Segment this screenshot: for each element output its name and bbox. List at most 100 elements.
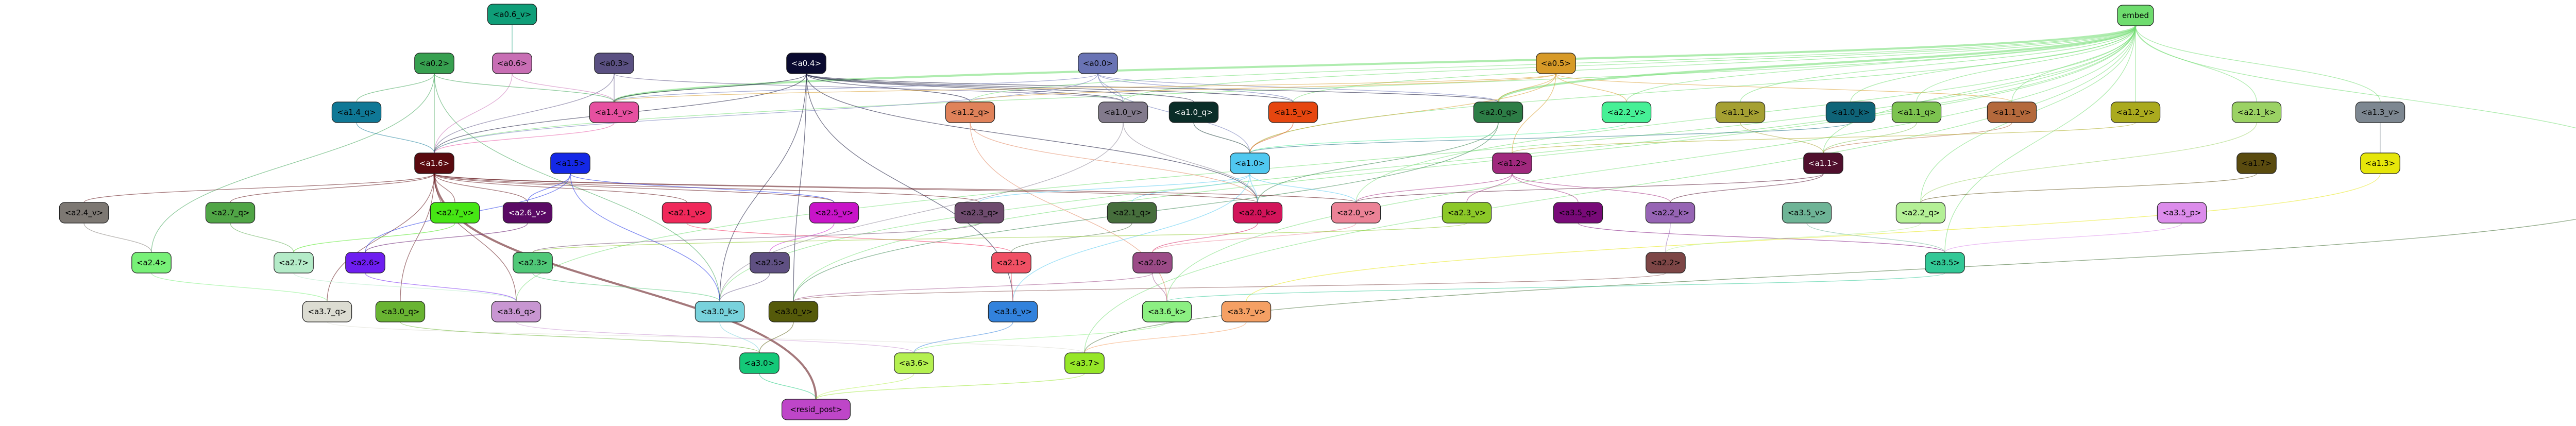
node-a3-5[interactable]: <a3.5> (1925, 252, 1965, 274)
node-a3-5-p[interactable]: <a3.5_p> (2157, 202, 2207, 224)
node-a1-1-v[interactable]: <a1.1_v> (1987, 101, 2037, 123)
node-a0-6-v[interactable]: <a0.6_v> (487, 4, 537, 25)
node-box (1601, 101, 1652, 123)
node-a3-6-k[interactable]: <a3.6_k> (1142, 301, 1192, 322)
node-a1-2-q[interactable]: <a1.2_q> (945, 101, 995, 123)
node-a2-1-q[interactable]: <a2.1_q> (1107, 202, 1157, 224)
edge-a0_5-to-a1_1_v (1555, 73, 2012, 103)
edge-a2_3_q-to-a2_3 (532, 223, 980, 253)
node-label: <a2.5_v> (815, 208, 854, 218)
node-a3-7-v[interactable]: <a3.7_v> (1221, 301, 1272, 322)
node-a3-7[interactable]: <a3.7> (1064, 352, 1105, 374)
edge-a0_0-to-a1_4_v (614, 73, 1098, 103)
node-a2-0[interactable]: <a2.0> (1132, 252, 1173, 274)
node-a1-0-k[interactable]: <a1.0_k> (1825, 101, 1876, 123)
node-box (1803, 152, 1843, 174)
node-label: <a2.0_v> (1337, 208, 1376, 218)
edge-a3_0-to-resid_post (759, 373, 817, 400)
node-a3-6-q[interactable]: <a3.6_q> (491, 301, 541, 322)
node-a2-0-v[interactable]: <a2.0_v> (1331, 202, 1381, 224)
node-resid-post[interactable]: <resid_post> (781, 399, 851, 420)
node-a1-0-q[interactable]: <a1.0_q> (1168, 101, 1219, 123)
node-a0-5[interactable]: <a0.5> (1536, 53, 1576, 74)
node-a2-2[interactable]: <a2.2> (1646, 252, 1686, 274)
node-label: <resid_post> (790, 405, 842, 415)
edge-embed-to-a3_7 (1084, 25, 2136, 353)
node-a3-6[interactable]: <a3.6> (894, 352, 934, 374)
node-a1-0-v[interactable]: <a1.0_v> (1098, 101, 1148, 123)
node-box (131, 252, 172, 274)
node-a3-0[interactable]: <a3.0> (739, 352, 779, 374)
node-a3-0-v[interactable]: <a3.0_v> (768, 301, 819, 322)
node-box (786, 53, 826, 74)
node-a0-2[interactable]: <a0.2> (414, 53, 454, 74)
node-box (1078, 53, 1118, 74)
node-a2-5-v[interactable]: <a2.5_v> (809, 202, 859, 224)
node-a3-0-q[interactable]: <a3.0_q> (375, 301, 426, 322)
node-a2-4-v[interactable]: <a2.4_v> (59, 202, 109, 224)
edge-a2_1_q-to-a2_1 (1011, 223, 1132, 253)
node-label: <a1.7> (2242, 159, 2272, 168)
node-a0-4[interactable]: <a0.4> (786, 53, 826, 74)
node-a2-7-v[interactable]: <a2.7_v> (430, 202, 480, 224)
node-a1-1[interactable]: <a1.1> (1803, 152, 1843, 174)
node-label: <a3.0_v> (774, 307, 813, 317)
node-box (550, 152, 590, 174)
node-a2-0-q[interactable]: <a2.0_q> (1473, 101, 1523, 123)
node-a0-0[interactable]: <a0.0> (1078, 53, 1118, 74)
node-box (809, 202, 859, 224)
node-a1-0[interactable]: <a1.0> (1230, 152, 1270, 174)
edge-a0_6-to-a1_6 (434, 73, 513, 154)
edge-a2_7-to-a3_6_q (293, 272, 517, 302)
node-embed[interactable]: embed (2117, 5, 2154, 26)
node-a1-4-q[interactable]: <a1.4_q> (331, 101, 382, 123)
node-label: <a3.5> (1930, 258, 1960, 267)
node-a3-5-q[interactable]: <a3.5_q> (1553, 202, 1603, 224)
node-a2-7[interactable]: <a2.7> (274, 252, 314, 274)
node-a1-5-v[interactable]: <a1.5_v> (1268, 101, 1318, 123)
node-a3-5-v[interactable]: <a3.5_v> (1782, 202, 1832, 224)
node-a2-1-v[interactable]: <a2.1_v> (662, 202, 712, 224)
edge-a1_2_q-to-a2_0_k (970, 122, 1258, 203)
node-a1-4-v[interactable]: <a1.4_v> (589, 101, 639, 123)
edge-a1_5-to-a3_0_k (570, 173, 720, 302)
node-a2-5[interactable]: <a2.5> (750, 252, 790, 274)
node-label: <a2.3_v> (1448, 208, 1486, 218)
edge-a3_5_v-to-a3_5 (1806, 223, 1945, 253)
edge-a2_0_v-to-a2_0 (1152, 223, 1357, 253)
node-a1-1-k[interactable]: <a1.1_k> (1715, 101, 1766, 123)
node-a1-7[interactable]: <a1.7> (2236, 152, 2277, 174)
node-a3-6-v[interactable]: <a3.6_v> (988, 301, 1038, 322)
node-a1-3-v[interactable]: <a1.3_v> (2355, 101, 2405, 123)
node-a2-7-q[interactable]: <a2.7_q> (205, 202, 256, 224)
node-box (662, 202, 712, 224)
node-a2-3[interactable]: <a2.3> (513, 252, 553, 274)
node-a1-2[interactable]: <a1.2> (1492, 152, 1532, 174)
node-a1-5[interactable]: <a1.5> (550, 152, 590, 174)
node-box (430, 202, 480, 224)
node-a1-3[interactable]: <a1.3> (2360, 152, 2400, 174)
edge-a1_1-to-a2_2_k (1670, 173, 1824, 203)
node-a2-0-k[interactable]: <a2.0_k> (1232, 202, 1283, 224)
node-a2-6-v[interactable]: <a2.6_v> (502, 202, 553, 224)
node-a3-7-q[interactable]: <a3.7_q> (302, 301, 352, 322)
node-a3-0-k[interactable]: <a3.0_k> (694, 301, 745, 322)
node-box (491, 301, 541, 322)
node-a1-2-v[interactable]: <a1.2_v> (2110, 101, 2161, 123)
node-a2-2-v[interactable]: <a2.2_v> (1601, 101, 1652, 123)
node-a2-6[interactable]: <a2.6> (345, 252, 385, 274)
node-a2-2-q[interactable]: <a2.2_q> (1895, 202, 1946, 224)
node-a1-6[interactable]: <a1.6> (414, 152, 454, 174)
node-a2-4[interactable]: <a2.4> (131, 252, 172, 274)
node-a2-3-q[interactable]: <a2.3_q> (954, 202, 1005, 224)
node-box (988, 301, 1038, 322)
node-a1-1-q[interactable]: <a1.1_q> (1891, 101, 1942, 123)
node-a0-6[interactable]: <a0.6> (492, 53, 532, 74)
node-a0-3[interactable]: <a0.3> (594, 53, 634, 74)
node-a2-1-k[interactable]: <a2.1_k> (2231, 101, 2282, 123)
node-a2-1[interactable]: <a2.1> (991, 252, 1031, 274)
edge-a1_6-to-a2_6_v (434, 173, 528, 203)
node-box (2231, 101, 2282, 123)
node-a2-3-v[interactable]: <a2.3_v> (1442, 202, 1492, 224)
node-a2-2-k[interactable]: <a2.2_k> (1645, 202, 1696, 224)
